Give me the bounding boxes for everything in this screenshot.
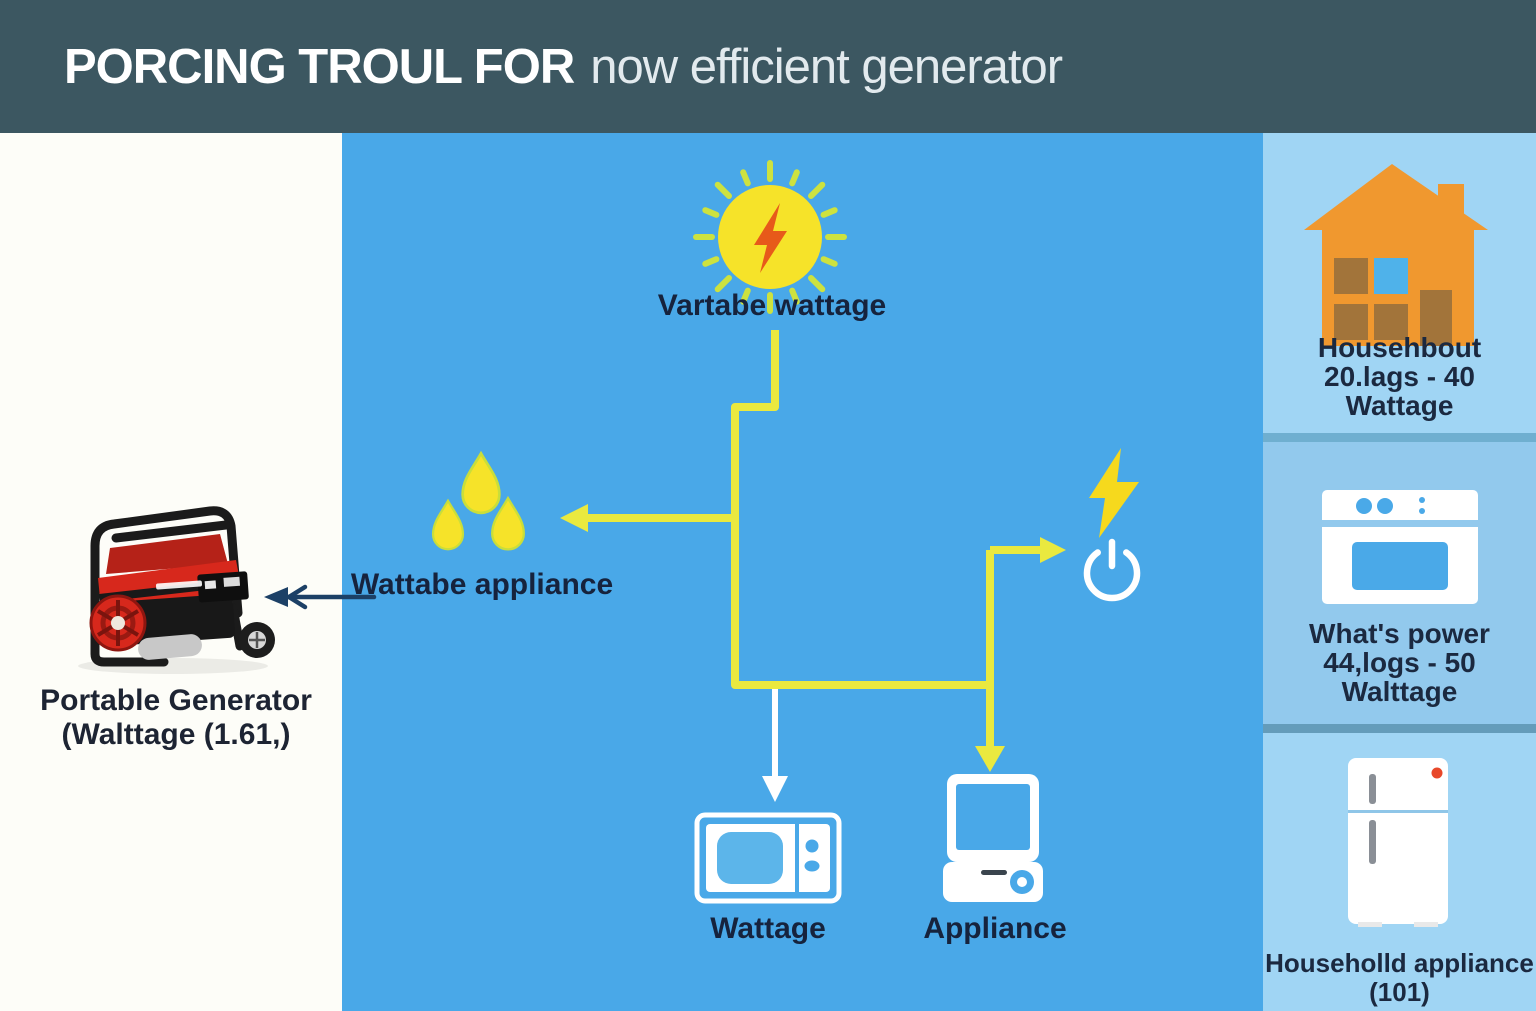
microwave-icon bbox=[694, 812, 842, 904]
title-bar: PORCING TROUL FOR now efficient generator bbox=[0, 0, 1536, 133]
arrowhead-right-icon bbox=[1040, 537, 1066, 563]
variable-wattage-label: Vartabe wattage bbox=[657, 289, 887, 322]
generator-caption-line2: (Walttage (1.61,) bbox=[61, 718, 291, 751]
computer-label: Appliance bbox=[923, 912, 1067, 945]
sidebar-appliance-line1: Householld appliance bbox=[1265, 948, 1534, 978]
computer-icon bbox=[943, 774, 1043, 902]
oven-icon bbox=[1322, 490, 1478, 604]
wire-main-trunk bbox=[731, 330, 990, 689]
sidebar-appliance-line2: (101) bbox=[1369, 977, 1430, 1007]
generator-caption-line1: Portable Generator bbox=[40, 684, 312, 717]
sidebar-power-text: What's power 44,logs - 50 Walttage bbox=[1263, 619, 1536, 706]
arrowhead-down-white-icon bbox=[762, 776, 788, 802]
power-button-icon bbox=[1083, 538, 1141, 602]
sidebar-household-line2: 20.lags - 40 bbox=[1324, 361, 1475, 392]
sidebar-household-text: Househbout 20.lags - 40 Wattage bbox=[1263, 333, 1536, 420]
sidebar-household-line1: Househbout bbox=[1317, 332, 1482, 363]
arrowhead-left-icon bbox=[560, 504, 588, 532]
sidebar-household-line3: Wattage bbox=[1345, 390, 1454, 421]
sidebar-appliance-text: Householld appliance (101) bbox=[1263, 949, 1536, 1007]
sun-bolt-icon bbox=[754, 203, 787, 273]
chevron-left-icon bbox=[284, 584, 308, 610]
microwave-label: Wattage bbox=[710, 912, 826, 945]
sidebar-power-line2: 44,logs - 50 bbox=[1323, 647, 1476, 678]
page-title-secondary: now efficient generator bbox=[590, 39, 1063, 94]
sidebar-power-line3: Walttage bbox=[1341, 676, 1458, 707]
sun-lightning-icon bbox=[693, 160, 847, 314]
portable-generator-image bbox=[78, 506, 275, 674]
house-icon bbox=[1304, 164, 1488, 346]
water-drops-icon bbox=[431, 450, 525, 551]
sidebar-power-line1: What's power bbox=[1309, 618, 1490, 649]
wattage-appliance-label: Wattabe appliance bbox=[350, 568, 614, 601]
arrowhead-generator-icon bbox=[264, 587, 288, 607]
page-title: PORCING TROUL FOR now efficient generator bbox=[0, 39, 1063, 95]
generator-caption: Portable Generator (Walttage (1.61,) bbox=[40, 684, 312, 752]
page-title-primary: PORCING TROUL FOR bbox=[64, 39, 575, 94]
arrowhead-down-yellow-icon bbox=[975, 746, 1005, 772]
lightning-bolt-icon bbox=[1089, 448, 1139, 538]
refrigerator-icon bbox=[1348, 758, 1448, 927]
